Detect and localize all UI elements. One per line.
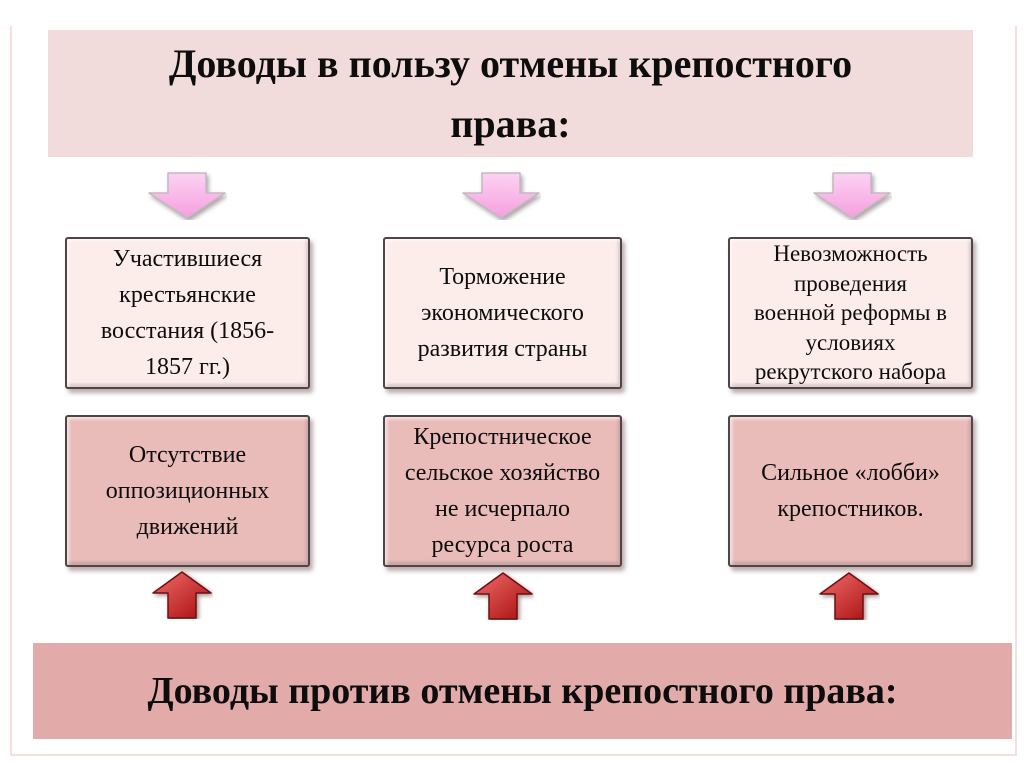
slide-frame-right xyxy=(1015,26,1017,756)
slide-frame-bottom xyxy=(10,754,1017,756)
argument-for-box-2: Торможение экономического развития стран… xyxy=(383,237,622,389)
down-arrow-icon xyxy=(812,172,892,220)
up-arrow-icon xyxy=(151,571,213,619)
argument-against-text-3: Сильное «лобби» крепостников. xyxy=(761,460,940,522)
up-arrow-icon xyxy=(472,572,534,620)
argument-for-box-3: Невозможность проведения военной реформы… xyxy=(728,237,973,389)
footer-banner: Доводы против отмены крепостного права: xyxy=(33,643,1012,739)
argument-for-text-1: Участившиеся крестьянские восстания (185… xyxy=(100,246,275,380)
header-title: Доводы в пользу отмены крепостного права… xyxy=(168,40,853,146)
down-arrow-icon xyxy=(461,172,541,220)
argument-against-box-3: Сильное «лобби» крепостников. xyxy=(728,415,973,567)
argument-against-text-2: Крепостническое сельское хозяйство не ис… xyxy=(404,424,601,558)
argument-against-box-2: Крепостническое сельское хозяйство не ис… xyxy=(383,415,622,567)
argument-against-box-1: Отсутствие оппозиционных движений xyxy=(65,415,310,567)
header-banner: Доводы в пользу отмены крепостного права… xyxy=(48,30,973,157)
argument-for-box-1: Участившиеся крестьянские восстания (185… xyxy=(65,237,310,389)
argument-against-text-1: Отсутствие оппозиционных движений xyxy=(105,442,270,540)
argument-for-text-2: Торможение экономического развития стран… xyxy=(417,264,588,362)
up-arrow-icon xyxy=(818,572,880,620)
down-arrow-icon xyxy=(147,172,227,220)
slide-frame-left xyxy=(10,26,12,756)
argument-for-text-3: Невозможность проведения военной реформы… xyxy=(753,241,948,385)
footer-title: Доводы против отмены крепостного права: xyxy=(147,670,898,712)
